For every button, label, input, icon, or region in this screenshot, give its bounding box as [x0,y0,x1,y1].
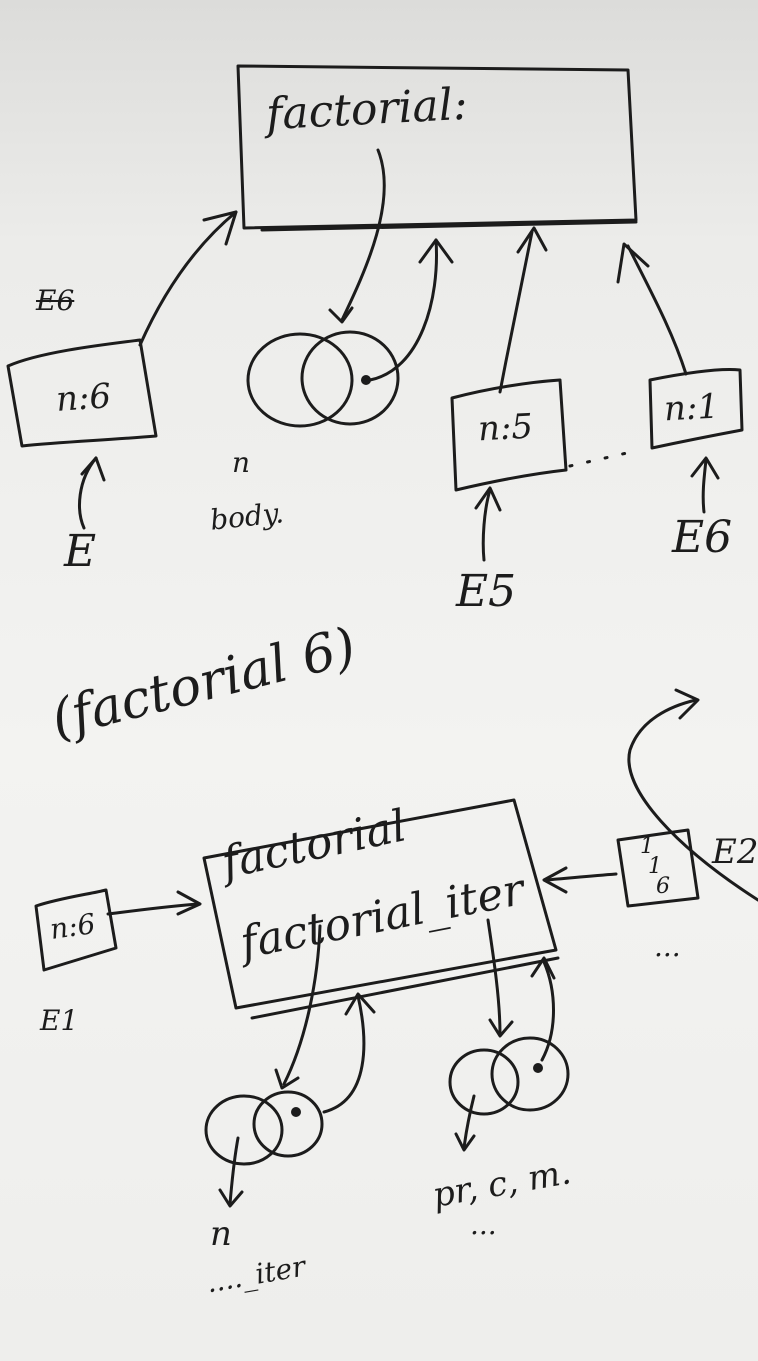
bottom-arrow-proc2-env-head [530,956,556,980]
top-arrow-frame-to-code [340,148,386,322]
top-body-note-1: n [232,446,251,479]
top-arrow-e5-head [474,486,502,512]
top-arrow-e5 [481,488,492,562]
bottom-right-ellipsis: ... [654,930,681,963]
bottom-proc2-circle-left [448,1048,520,1116]
top-arrow-e-left-head [80,456,106,482]
top-frame-divider [260,220,638,232]
top-env-box-left [6,338,158,448]
bottom-arrow-frame-to-proc1 [282,924,322,1086]
bottom-proc1-circle-left [204,1094,284,1166]
top-env-label-crossed: E6 [36,284,75,317]
bottom-arrow-frame-to-proc1-head [274,1068,300,1090]
bottom-arrow-frame-to-proc2-head [488,1018,514,1038]
bottom-long-curve-head [674,688,700,720]
top-env-box-left-text: n:6 [54,376,113,420]
bottom-arrow-env-to-frame [106,902,200,916]
top-dots [568,448,642,468]
bottom-arrow-proc2-env [540,960,555,1062]
bottom-env-box-right-line-3: 6 [656,874,670,899]
top-arrow-env-to-frame-head [202,210,238,246]
bottom-proc2-dot [533,1063,543,1073]
top-proc-circle-right [300,330,400,426]
top-pointer-right: E6 [672,512,733,563]
top-frame-title: factorial: [264,78,469,141]
top-arrow-e6 [701,458,708,514]
top-arrow-proc-env-head [418,238,454,264]
bottom-env-box-right [616,828,700,908]
bottom-long-curve [627,698,758,902]
bottom-env-label-right: E2 [712,832,758,872]
bottom-arrow-proc1-env-head [344,992,376,1016]
top-env-box-right-text: n:1 [662,386,720,430]
bottom-arrow-frame-to-proc2 [486,918,502,1036]
top-arrow-proc-env [368,238,438,382]
top-proc-dot [361,375,371,385]
top-arrow-right-to-frame-head [616,242,650,284]
bottom-arrow-proc2-down-head [454,1132,476,1152]
bottom-proc2-circle-right [490,1036,570,1112]
bottom-env-box-left [34,888,118,972]
bottom-arrow-e2-to-frame [544,872,618,882]
bottom-arrow-proc1-env [322,994,366,1114]
bottom-env-label-left: E1 [40,1004,79,1037]
bottom-arrow-proc1-down [228,1136,240,1206]
top-arrow-frame-to-code-head [328,306,354,324]
bottom-arrow-proc1-down-head [218,1188,244,1208]
bottom-right-note-2: ... [470,1208,497,1241]
bottom-left-note-1: n [210,1214,232,1254]
top-env-box-mid [450,378,568,492]
bottom-arrow-proc2-down [462,1094,476,1150]
top-arrow-env-to-frame [138,210,238,347]
bottom-frame-divider [250,956,560,1020]
bottom-arrow-env-to-frame-head [176,890,202,916]
top-proc-circle-left [246,332,354,428]
top-pointer-mid: E5 [456,566,517,617]
bottom-env-box-right-line-2: 1 [648,854,662,879]
bottom-frame-box [202,798,558,1010]
top-frame-box [236,64,638,230]
bottom-env-box-left-text: n:6 [47,907,98,946]
top-arrow-mid-to-frame [498,230,534,394]
top-arrow-mid-to-frame-head [516,226,548,254]
top-arrow-e6-head [690,456,720,480]
bottom-arrow-e2-to-frame-head [542,866,568,894]
top-env-box-mid-text: n:5 [476,406,534,450]
top-pointer-left: E [64,526,97,577]
bottom-proc1-circle-right [252,1090,324,1158]
bottom-proc1-dot [291,1107,301,1117]
top-arrow-right-to-frame [626,244,688,376]
bottom-env-box-right-line-1: 1 [640,834,654,859]
